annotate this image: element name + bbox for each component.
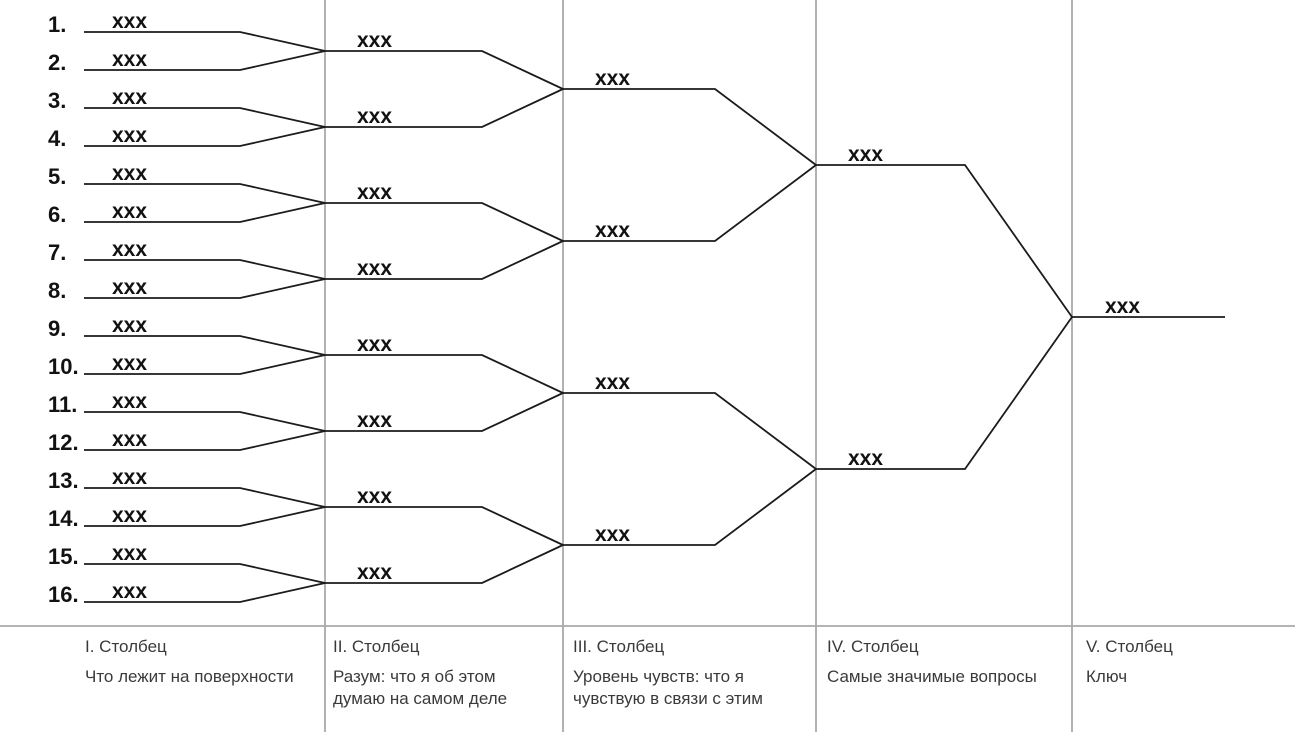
stage2-line-1 — [325, 50, 564, 90]
stage2-value-5: xxx — [357, 333, 392, 356]
row-line-1 — [84, 31, 326, 52]
row-number-5: 5. — [48, 164, 66, 189]
row-value-16: xxx — [112, 580, 147, 603]
stage3-line-2 — [563, 164, 817, 242]
row-number-1: 1. — [48, 12, 66, 37]
row-value-7: xxx — [112, 238, 147, 261]
row-number-3: 3. — [48, 88, 66, 113]
row-line-9 — [84, 335, 326, 356]
row-line-12 — [84, 430, 326, 451]
row-line-10 — [84, 354, 326, 375]
row-number-7: 7. — [48, 240, 66, 265]
row-line-3 — [84, 107, 326, 128]
row-value-9: xxx — [112, 314, 147, 337]
row-number-2: 2. — [48, 50, 66, 75]
row-line-16 — [84, 582, 326, 603]
stage2-line-7 — [325, 506, 564, 546]
stage2-value-2: xxx — [357, 105, 392, 128]
row-value-11: xxx — [112, 390, 147, 413]
stage2-line-6 — [325, 392, 564, 432]
row-line-5 — [84, 183, 326, 204]
row-line-15 — [84, 563, 326, 584]
stage2-value-8: xxx — [357, 561, 392, 584]
row-value-12: xxx — [112, 428, 147, 451]
row-value-2: xxx — [112, 48, 147, 71]
row-number-14: 14. — [48, 506, 79, 531]
row-line-2 — [84, 50, 326, 71]
stage4-line-2 — [816, 316, 1073, 470]
stage2-value-3: xxx — [357, 181, 392, 204]
row-value-3: xxx — [112, 86, 147, 109]
row-number-9: 9. — [48, 316, 66, 341]
stage4-value-2: xxx — [848, 447, 883, 470]
final-value: xxx — [1105, 295, 1140, 318]
row-number-10: 10. — [48, 354, 79, 379]
stage3-value-2: xxx — [595, 219, 630, 242]
row-number-13: 13. — [48, 468, 79, 493]
row-value-8: xxx — [112, 276, 147, 299]
row-number-4: 4. — [48, 126, 66, 151]
row-line-13 — [84, 487, 326, 508]
row-number-8: 8. — [48, 278, 66, 303]
row-line-6 — [84, 202, 326, 223]
row-value-1: xxx — [112, 10, 147, 33]
stage3-value-1: xxx — [595, 67, 630, 90]
row-value-6: xxx — [112, 200, 147, 223]
stage2-value-6: xxx — [357, 409, 392, 432]
stage3-value-3: xxx — [595, 371, 630, 394]
stage3-line-1 — [563, 88, 817, 166]
row-value-15: xxx — [112, 542, 147, 565]
stage4-line-1 — [816, 164, 1073, 318]
stage2-line-8 — [325, 544, 564, 584]
stage2-line-4 — [325, 240, 564, 280]
stage2-value-4: xxx — [357, 257, 392, 280]
stage2-line-5 — [325, 354, 564, 394]
stage2-value-7: xxx — [357, 485, 392, 508]
row-number-15: 15. — [48, 544, 79, 569]
row-line-8 — [84, 278, 326, 299]
row-value-4: xxx — [112, 124, 147, 147]
row-value-14: xxx — [112, 504, 147, 527]
row-value-5: xxx — [112, 162, 147, 185]
stage2-line-2 — [325, 88, 564, 128]
row-line-14 — [84, 506, 326, 527]
row-line-4 — [84, 126, 326, 147]
row-number-12: 12. — [48, 430, 79, 455]
stage3-line-4 — [563, 468, 817, 546]
stage4-value-1: xxx — [848, 143, 883, 166]
row-number-6: 6. — [48, 202, 66, 227]
stage3-line-3 — [563, 392, 817, 470]
row-value-10: xxx — [112, 352, 147, 375]
row-number-11: 11. — [48, 392, 77, 417]
row-line-7 — [84, 259, 326, 280]
row-value-13: xxx — [112, 466, 147, 489]
stage3-value-4: xxx — [595, 523, 630, 546]
row-number-16: 16. — [48, 582, 79, 607]
stage2-line-3 — [325, 202, 564, 242]
row-line-11 — [84, 411, 326, 432]
stage2-value-1: xxx — [357, 29, 392, 52]
